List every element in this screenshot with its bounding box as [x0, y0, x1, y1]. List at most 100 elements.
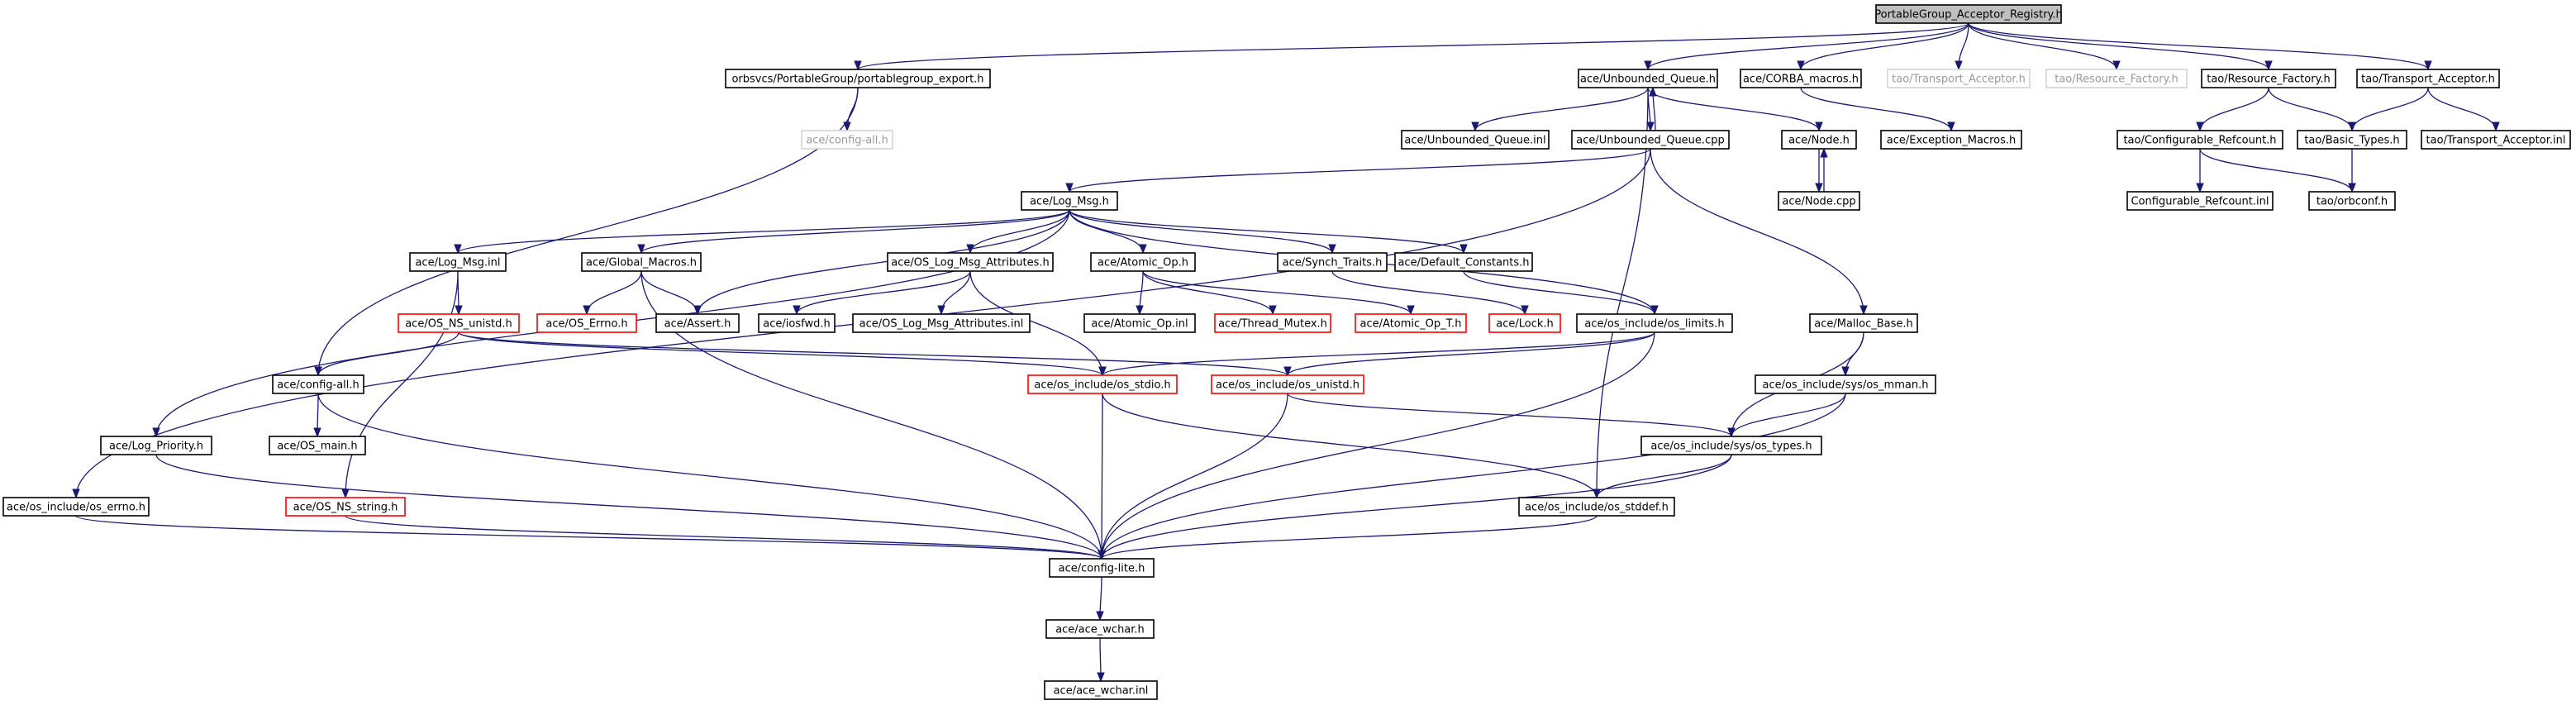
node-log-priority[interactable]: ace/Log_Priority.h: [100, 436, 212, 455]
edge-line: [1069, 209, 1464, 254]
node-lock-h[interactable]: ace/Lock.h: [1488, 313, 1561, 333]
node-label: ace/Synch_Traits.h: [1283, 257, 1383, 269]
edge-arrowhead: [1841, 366, 1850, 377]
node-os-ns-string[interactable]: ace/OS_NS_string.h: [285, 497, 406, 517]
node-thread-mutex[interactable]: ace/Thread_Mutex.h: [1214, 313, 1331, 333]
node-configurable-refcount-h[interactable]: tao/Configurable_Refcount.h: [2117, 130, 2283, 150]
node-iosfwd[interactable]: ace/iosfwd.h: [758, 313, 836, 333]
node-label: tao/Resource_Factory.h: [2055, 74, 2178, 86]
node-os-unistd[interactable]: ace/os_include/os_unistd.h: [1211, 374, 1364, 394]
edge-tao-transport-acceptor-to-basic-types: [2348, 87, 2429, 132]
node-tao-transport-acceptor-missing[interactable]: tao/Transport_Acceptor.h: [1887, 69, 2031, 88]
node-log-msg-h[interactable]: ace/Log_Msg.h: [1021, 191, 1118, 211]
edge-arrowhead: [2196, 183, 2204, 193]
node-atomic-op-t[interactable]: ace/Atomic_Op_T.h: [1355, 313, 1467, 333]
edge-arrowhead: [341, 488, 350, 499]
node-box: [2, 497, 150, 517]
node-node-cpp[interactable]: ace/Node.cpp: [1778, 191, 1860, 211]
node-unbounded-queue-inl[interactable]: ace/Unbounded_Queue.inl: [1401, 130, 1550, 150]
node-tao-transport-acceptor[interactable]: tao/Transport_Acceptor.h: [2356, 69, 2500, 88]
node-os-log-msg-attributes-inl[interactable]: ace/OS_Log_Msg_Attributes.inl: [852, 313, 1031, 333]
edge-line: [1474, 87, 1649, 131]
node-os-errno[interactable]: ace/OS_Errno.h: [536, 313, 637, 333]
node-ace-wchar-inl[interactable]: ace/ace_wchar.inl: [1044, 680, 1158, 700]
node-pg-export[interactable]: orbsvcs/PortableGroup/portablegroup_expo…: [725, 69, 991, 88]
edge-line: [1596, 454, 1732, 498]
node-synch-traits[interactable]: ace/Synch_Traits.h: [1277, 252, 1388, 272]
node-config-all[interactable]: ace/config-all.h: [272, 374, 364, 394]
node-config-lite[interactable]: ace/config-lite.h: [1049, 558, 1155, 578]
node-label: ace/Lock.h: [1496, 318, 1554, 331]
node-os-stddef[interactable]: ace/os_include/os_stddef.h: [1518, 497, 1675, 517]
node-box: [1809, 313, 1918, 333]
node-label: ace/OS_Log_Msg_Attributes.inl: [859, 318, 1024, 331]
edge-corba-macros-to-exception-macros: [1800, 87, 1955, 132]
edge-line: [1331, 270, 1526, 315]
edge-line: [1800, 22, 1969, 70]
node-exception-macros[interactable]: ace/Exception_Macros.h: [1880, 130, 2022, 150]
node-tao-resource-factory[interactable]: tao/Resource_Factory.h: [2201, 69, 2336, 88]
node-label: ace/config-lite.h: [1059, 563, 1145, 575]
node-os-log-msg-attributes-h[interactable]: ace/OS_Log_Msg_Attributes.h: [887, 252, 1054, 272]
edge-unbounded-queue-cpp-to-unbounded-queue-h: [1649, 86, 1657, 131]
edge-arrowhead: [1328, 244, 1336, 255]
node-ace-wchar-h[interactable]: ace/ace_wchar.h: [1045, 619, 1155, 639]
node-os-errno-h[interactable]: ace/os_include/os_errno.h: [2, 497, 150, 517]
node-box: [887, 252, 1054, 272]
edge-line: [1968, 22, 2117, 70]
edge-node-cpp-to-node-h: [1820, 147, 1828, 192]
node-label: tao/orbconf.h: [2316, 196, 2388, 208]
node-log-msg-inl[interactable]: ace/Log_Msg.inl: [409, 252, 507, 272]
node-box: [801, 130, 893, 150]
node-malloc-base[interactable]: ace/Malloc_Base.h: [1809, 313, 1918, 333]
node-os-mman[interactable]: ace/os_include/sys/os_mman.h: [1755, 374, 1936, 394]
node-basic-types[interactable]: tao/Basic_Types.h: [2297, 130, 2407, 150]
node-atomic-op-h[interactable]: ace/Atomic_Op.h: [1090, 252, 1196, 272]
node-unbounded-queue-h[interactable]: ace/Unbounded_Queue.h: [1578, 69, 1718, 88]
edge-os-types-to-os-stddef: [1593, 454, 1732, 499]
edge-arrowhead: [1649, 86, 1657, 97]
node-root[interactable]: PortableGroup_Acceptor_Registry.h: [1874, 4, 2063, 24]
node-box: [1488, 313, 1561, 333]
node-box: [1740, 69, 1862, 88]
node-label: tao/Transport_Acceptor.h: [2361, 74, 2495, 86]
node-atomic-op-inl[interactable]: ace/Atomic_Op.inl: [1083, 313, 1196, 333]
edge-line: [640, 209, 1070, 254]
node-config-all-missing[interactable]: ace/config-all.h: [801, 130, 893, 150]
node-os-stdio[interactable]: ace/os_include/os_stdio.h: [1027, 374, 1178, 394]
edge-arrowhead: [1955, 60, 1963, 71]
node-assert-h[interactable]: ace/Assert.h: [655, 313, 740, 333]
edge-os-ns-string-to-config-lite: [345, 515, 1106, 560]
node-os-ns-unistd[interactable]: ace/OS_NS_unistd.h: [398, 313, 520, 333]
edge-arrowhead: [1269, 305, 1277, 316]
node-os-main[interactable]: ace/OS_main.h: [269, 436, 366, 455]
node-os-types[interactable]: ace/os_include/sys/os_types.h: [1640, 436, 1822, 455]
edge-atomic-op-h-to-atomic-op-inl: [1136, 270, 1144, 316]
edge-line: [969, 209, 1070, 254]
node-os-limits[interactable]: ace/os_include/os_limits.h: [1576, 313, 1733, 333]
node-box: [1090, 252, 1196, 272]
edge-os-log-msg-attributes-h-to-os-log-msg-attributes-inl: [937, 270, 971, 316]
edge-default-constants-to-os-limits: [1463, 270, 1659, 316]
edge-malloc-base-to-os-mman: [1841, 331, 1864, 377]
node-orbconf[interactable]: tao/orbconf.h: [2308, 191, 2396, 211]
edge-log-msg-h-to-global-macros: [637, 209, 1070, 255]
node-transport-acceptor-inl[interactable]: tao/Transport_Acceptor.inl: [2421, 130, 2571, 150]
node-label: ace/os_include/os_unistd.h: [1216, 379, 1359, 392]
node-configurable-refcount-inl[interactable]: Configurable_Refcount.inl: [2126, 191, 2274, 211]
node-default-constants[interactable]: ace/Default_Constants.h: [1394, 252, 1533, 272]
node-label: ace/ace_wchar.h: [1055, 624, 1145, 636]
node-tao-resource-factory-missing[interactable]: tao/Resource_Factory.h: [2045, 69, 2188, 88]
node-box: [1875, 4, 2062, 24]
node-unbounded-queue-cpp[interactable]: ace/Unbounded_Queue.cpp: [1571, 130, 1730, 150]
node-corba-macros[interactable]: ace/CORBA_macros.h: [1740, 69, 1862, 88]
edge-arrowhead: [1644, 60, 1652, 71]
edge-arrowhead: [2264, 60, 2273, 71]
node-global-macros[interactable]: ace/Global_Macros.h: [581, 252, 702, 272]
node-label: ace/Default_Constants.h: [1398, 257, 1529, 269]
edge-arrowhead: [1065, 183, 1074, 193]
edge-unbounded-queue-cpp-to-malloc-base: [1650, 148, 1868, 316]
edge-log-msg-h-to-default-constants: [1069, 209, 1468, 255]
node-node-h[interactable]: ace/Node.h: [1781, 130, 1857, 150]
edge-arrowhead: [1459, 244, 1468, 255]
